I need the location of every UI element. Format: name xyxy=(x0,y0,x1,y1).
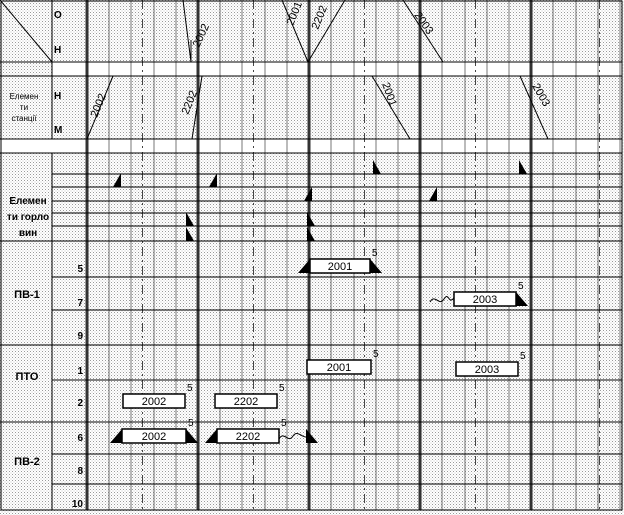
track-number: 7 xyxy=(77,298,83,309)
occupancy-bar-train-label: 2002 xyxy=(142,396,166,408)
pv2-section-label: ПВ-2 xyxy=(14,456,40,468)
stations-label: станції xyxy=(11,114,37,123)
throat-marker xyxy=(519,160,527,174)
occupancy-bar-train-label: 2003 xyxy=(473,294,497,306)
track-number: 5 xyxy=(77,264,83,275)
occupancy-bar xyxy=(121,428,187,444)
bar-entry-ramp xyxy=(110,429,122,443)
occupancy-bar xyxy=(309,258,371,274)
train-path-line xyxy=(191,75,203,140)
track-number: 1 xyxy=(77,366,83,377)
train-path-line xyxy=(307,0,346,63)
occupancy-bar-train-label: 2202 xyxy=(234,396,258,408)
track-number: 10 xyxy=(72,499,84,510)
throat-section-label: вин xyxy=(19,228,37,239)
train-path-line xyxy=(519,75,549,140)
bar-entry-ramp xyxy=(298,259,310,273)
occupancy-bar xyxy=(453,291,517,307)
header-row-letter: М xyxy=(54,125,62,136)
bar-exit-ramp xyxy=(516,292,528,306)
occupancy-bar-time-mark: 5 xyxy=(373,349,379,360)
occupancy-bar-time-mark: 5 xyxy=(279,383,285,394)
occupancy-bar-time-mark: 5 xyxy=(518,281,524,292)
occupancy-bar-train-label: 2202 xyxy=(236,431,260,443)
train-path-line xyxy=(281,0,309,63)
bar-exit-ramp xyxy=(306,429,318,443)
throat-marker xyxy=(307,227,315,241)
occupancy-bar-train-label: 2003 xyxy=(475,364,499,376)
header-row-letter: Н xyxy=(54,45,61,56)
throat-marker xyxy=(373,160,381,174)
header-separator-band xyxy=(0,139,622,153)
pto-section-label: ПТО xyxy=(16,371,39,383)
track-number: 8 xyxy=(77,466,83,477)
occupancy-bar-train-label: 2001 xyxy=(328,261,352,273)
occupancy-bar xyxy=(216,428,280,444)
occupancy-bar-time-mark: 5 xyxy=(187,383,193,394)
throat-marker xyxy=(429,187,437,201)
occupancy-bar-time-mark: 5 xyxy=(372,248,378,259)
throat-section-label: Елемен xyxy=(9,196,46,207)
header-row-letter: Н xyxy=(54,91,61,102)
occupancy-bar xyxy=(455,361,519,377)
stations-label: Елемен xyxy=(10,92,39,101)
train-path-line xyxy=(86,75,114,140)
corner-diagonal xyxy=(0,0,53,63)
train-path-line xyxy=(182,0,192,63)
occupancy-bar-time-mark: 5 xyxy=(188,418,194,429)
throat-marker xyxy=(209,173,217,187)
occupancy-bar-time-mark: 5 xyxy=(520,351,526,362)
header-separator-band xyxy=(52,62,622,76)
pv1-section-label: ПВ-1 xyxy=(14,289,40,301)
track-number: 9 xyxy=(77,331,83,342)
header-row-letter: О xyxy=(54,10,62,21)
train-path-line xyxy=(402,0,444,63)
occupancy-bar xyxy=(214,393,278,409)
throat-section-label: ти горло xyxy=(7,212,49,223)
occupancy-bar xyxy=(306,359,372,375)
throat-marker xyxy=(307,212,315,226)
throat-marker xyxy=(186,227,194,241)
bar-exit-ramp xyxy=(370,259,382,273)
train-path-line xyxy=(371,75,411,140)
throat-marker xyxy=(113,173,121,187)
idle-wave xyxy=(278,432,311,440)
stations-label: ти xyxy=(20,103,28,112)
throat-marker xyxy=(304,187,312,201)
occupancy-bar-train-label: 2001 xyxy=(327,362,351,374)
idle-wave xyxy=(429,295,455,303)
occupancy-bar-time-mark: 5 xyxy=(281,418,287,429)
track-number: 6 xyxy=(77,433,83,444)
throat-marker xyxy=(186,212,194,226)
bar-exit-ramp xyxy=(186,429,198,443)
track-number: 2 xyxy=(77,398,83,409)
occupancy-bar xyxy=(122,393,186,409)
bar-entry-ramp xyxy=(205,429,217,443)
occupancy-bar-train-label: 2002 xyxy=(142,431,166,443)
